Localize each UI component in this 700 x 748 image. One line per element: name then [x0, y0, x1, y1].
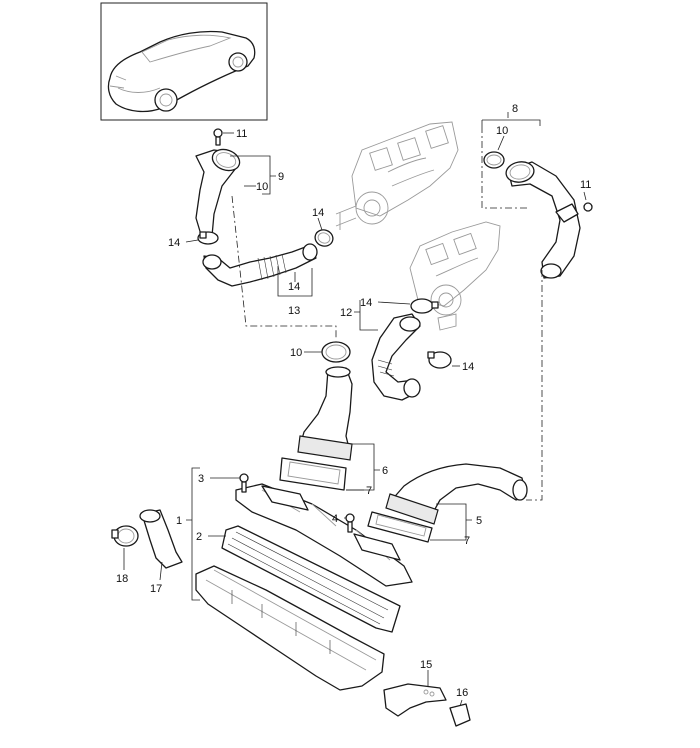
callout-4: 4 — [332, 513, 338, 525]
bolt-11-left — [213, 128, 223, 146]
clamp-14-upper-left — [197, 231, 219, 245]
part-12-pipe — [371, 313, 421, 401]
callout-7-center: 7 — [366, 485, 372, 497]
part-16-cover — [449, 703, 471, 727]
clamp-10-middle — [321, 341, 351, 363]
part-2-air-filter — [221, 525, 401, 633]
clamp-14-right-upper — [410, 298, 439, 314]
clamp-14-right-lower — [427, 351, 452, 369]
callout-10-middle: 10 — [290, 347, 302, 359]
callout-14-right-lower: 14 — [462, 361, 474, 373]
callout-11-right: 11 — [580, 179, 591, 191]
callout-7-right: 7 — [464, 535, 470, 547]
callout-18: 18 — [116, 573, 128, 585]
callout-10-right: 10 — [496, 125, 508, 137]
callout-2: 2 — [196, 531, 202, 543]
callout-17: 17 — [150, 583, 162, 595]
callout-11-left: 11 — [236, 128, 247, 140]
engine-ghost-left-bank — [335, 121, 459, 230]
part-5-air-duct — [385, 463, 528, 525]
bolt-4 — [345, 513, 355, 533]
callout-5: 5 — [476, 515, 482, 527]
callout-1: 1 — [176, 515, 182, 527]
callout-3: 3 — [198, 473, 204, 485]
bolt-11-right — [583, 202, 593, 212]
part-7-seal-right — [367, 511, 433, 543]
part-17-duct — [139, 509, 183, 569]
vehicle-thumbnail — [100, 2, 268, 121]
callout-14-upper-left: 14 — [168, 237, 180, 249]
part-9-intake-duct — [195, 148, 241, 239]
leader-lines — [123, 112, 587, 707]
callout-14-right-upper: 14 — [360, 297, 372, 309]
callout-14-mid: 14 — [312, 207, 324, 219]
callout-16: 16 — [456, 687, 468, 699]
callout-labels: 11 9 10 14 14 14 13 14 12 10 14 8 10 11 … — [116, 103, 591, 699]
callout-15: 15 — [420, 659, 432, 671]
callout-10-left: 10 — [256, 181, 268, 193]
clamp-10-right — [483, 151, 505, 169]
callout-9: 9 — [278, 171, 284, 183]
callout-12: 12 — [340, 307, 352, 319]
part-1-airbox-upper — [235, 483, 413, 587]
callout-13: 13 — [288, 305, 300, 317]
clamp-14-mid-left — [314, 229, 334, 247]
part-13-pipe — [202, 243, 318, 287]
part-15-duct — [383, 683, 447, 717]
part-6-air-duct — [297, 366, 353, 461]
callout-6: 6 — [382, 465, 388, 477]
part-8-intake-duct — [505, 161, 581, 279]
connection-lines — [231, 126, 543, 501]
part-18-clamp — [111, 525, 139, 547]
engine-ghost-right-bank — [409, 221, 501, 331]
callout-14-pipe: 14 — [288, 281, 300, 293]
part-7-seal-center — [279, 457, 347, 491]
airbox-lower-tray — [195, 565, 385, 691]
callout-8: 8 — [512, 103, 518, 115]
